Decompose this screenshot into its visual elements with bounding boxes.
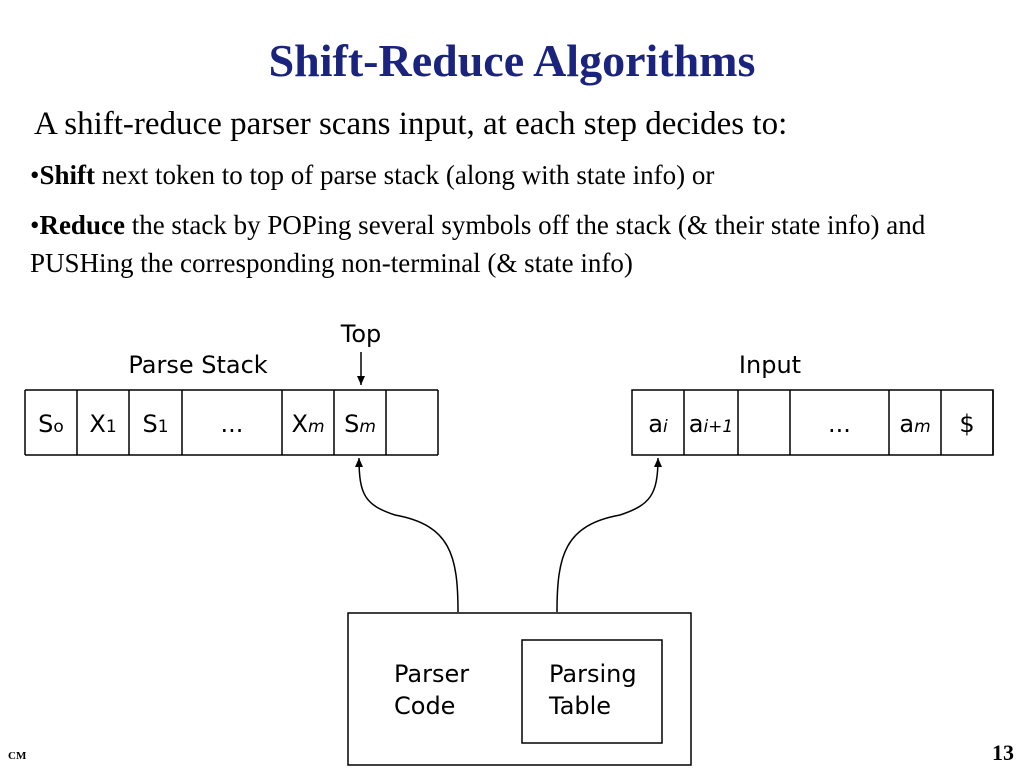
bullet-reduce: •Reduce the stack by POPing several symb… [30,206,990,282]
input-connector-arrow [556,457,662,613]
parser-code-line: Code [394,692,455,720]
input-cell: am [899,410,930,438]
input-cell: ai [648,410,668,438]
parsing-table-line: Table [548,692,611,720]
footer-initials: CM [8,750,27,762]
input-cell-subscript: m [914,417,931,437]
stack-cell-subscript: o [53,417,63,437]
input-outline [631,389,994,456]
intro-text: A shift-reduce parser scans input, at ea… [34,106,788,142]
stack-cell-symbol: X [291,410,307,438]
stack-cell: Xm [291,410,324,438]
input-cell-symbol: a [899,410,914,438]
parsing-table-box [521,639,663,744]
stack-cell: S1 [142,410,168,438]
input-cell: ... [828,410,851,438]
stack-cell-subscript: m [308,417,325,437]
stack-cell-symbol: X [89,410,105,438]
stack-cell: So [38,410,64,438]
stack-cell: ... [221,410,244,438]
input-cell-symbol: a [648,410,663,438]
stack-connector-arrow [355,457,459,613]
input-cell-subscript: i+1 [703,417,733,437]
input-cell-symbol: a [689,410,704,438]
top-label: Top [340,320,382,348]
parser-code-label: Parser Code [394,660,477,720]
stack-cell-symbol: S [344,410,359,438]
bullet-keyword: Reduce [39,210,125,240]
stack-cell-subscript: m [359,417,376,437]
parsing-table-label: Parsing Table [548,660,644,720]
input-cell: ai+1 [689,410,734,438]
slide-title: Shift-Reduce Algorithms [268,35,756,86]
bullet-text: the stack by POPing several symbols off … [30,210,926,278]
parse-stack-label: Parse Stack [128,351,267,379]
input-cell-subscript: i [663,417,668,437]
stack-cell-symbol: ... [221,410,244,438]
stack-cell-subscript: 1 [106,417,117,437]
parser-code-line: Parser [394,660,469,688]
page-number: 13 [992,740,1014,765]
bullet-shift: •Shift next token to top of parse stack … [30,156,990,194]
bullet-keyword: Shift [39,160,95,190]
bullet-marker: • [30,210,40,240]
stack-cell: Sm [344,410,376,438]
stack-cell-subscript: 1 [158,417,169,437]
stack-cell: X1 [89,410,116,438]
stack-cell-symbol: S [142,410,157,438]
bullet-text: next token to top of parse stack (along … [94,160,715,190]
input-cell-symbol: $ [959,410,974,438]
parsing-table-line: Parsing [549,660,637,688]
parser-box [347,612,692,766]
stack-cell-symbol: S [38,410,53,438]
input-cell: $ [959,410,974,438]
bullet-marker: • [30,160,40,190]
input-cell-symbol: ... [828,410,851,438]
input-label: Input [739,351,801,379]
